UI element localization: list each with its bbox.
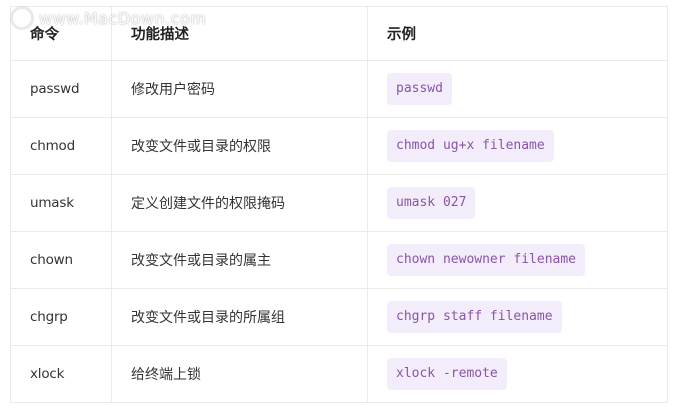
description-cell: 改变文件或目录的所属组 bbox=[111, 288, 368, 346]
table-row: chown 改变文件或目录的属主 chown newowner filename bbox=[10, 231, 668, 289]
table-row: umask 定义创建文件的权限掩码 umask 027 bbox=[10, 174, 668, 232]
code-snippet: passwd bbox=[387, 73, 452, 105]
example-cell: chgrp staff filename bbox=[367, 288, 668, 346]
description-cell: 定义创建文件的权限掩码 bbox=[111, 174, 368, 232]
code-snippet: umask 027 bbox=[387, 187, 476, 219]
code-snippet: chgrp staff filename bbox=[387, 301, 562, 333]
description-cell: 改变文件或目录的权限 bbox=[111, 117, 368, 175]
example-cell: passwd bbox=[367, 60, 668, 118]
command-cell: chgrp bbox=[10, 288, 112, 346]
description-cell: 给终端上锁 bbox=[111, 345, 368, 403]
example-cell: chmod ug+x filename bbox=[367, 117, 668, 175]
command-cell: passwd bbox=[10, 60, 112, 118]
command-cell: umask bbox=[10, 174, 112, 232]
example-cell: chown newowner filename bbox=[367, 231, 668, 289]
code-snippet: chmod ug+x filename bbox=[387, 130, 554, 162]
table-row: chmod 改变文件或目录的权限 chmod ug+x filename bbox=[10, 117, 668, 175]
table-row: chgrp 改变文件或目录的所属组 chgrp staff filename bbox=[10, 288, 668, 346]
table-header-row: 命令 功能描述 示例 bbox=[10, 6, 668, 61]
description-cell: 改变文件或目录的属主 bbox=[111, 231, 368, 289]
header-description: 功能描述 bbox=[111, 6, 368, 61]
header-command: 命令 bbox=[10, 6, 112, 61]
table-row: passwd 修改用户密码 passwd bbox=[10, 60, 668, 118]
command-cell: chown bbox=[10, 231, 112, 289]
table-row: xlock 给终端上锁 xlock -remote bbox=[10, 345, 668, 403]
description-cell: 修改用户密码 bbox=[111, 60, 368, 118]
commands-table: 命令 功能描述 示例 passwd 修改用户密码 passwd chmod 改变… bbox=[10, 6, 668, 403]
example-cell: umask 027 bbox=[367, 174, 668, 232]
code-snippet: chown newowner filename bbox=[387, 244, 586, 276]
code-snippet: xlock -remote bbox=[387, 358, 507, 390]
example-cell: xlock -remote bbox=[367, 345, 668, 403]
command-cell: xlock bbox=[10, 345, 112, 403]
header-example: 示例 bbox=[367, 6, 668, 61]
command-cell: chmod bbox=[10, 117, 112, 175]
